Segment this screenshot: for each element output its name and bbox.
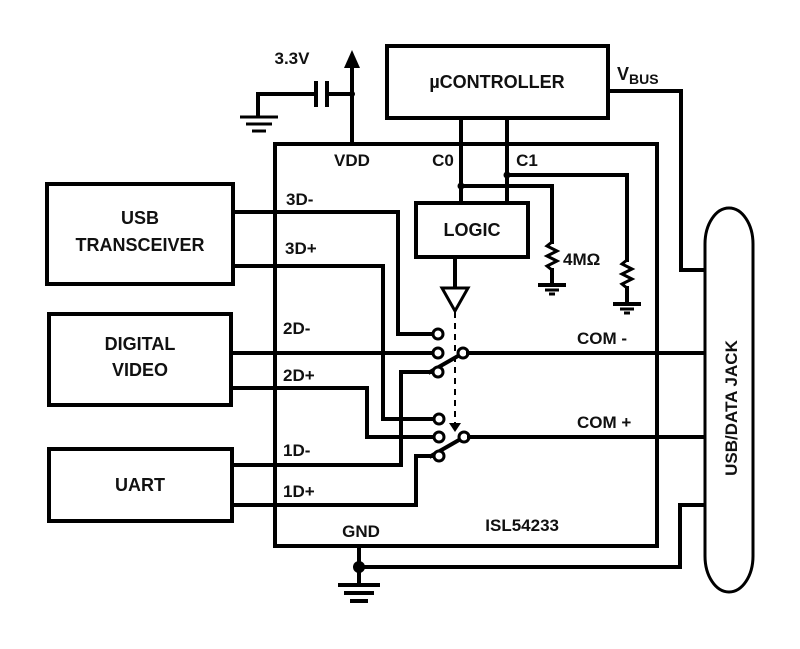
switch-com-plus bbox=[428, 412, 471, 463]
switch-2-contact-2d bbox=[432, 430, 446, 444]
supply-voltage-label: 3.3V bbox=[275, 49, 311, 68]
supply-arrow-icon bbox=[344, 50, 360, 68]
uart-block: UART bbox=[47, 447, 234, 523]
com-minus-label: COM - bbox=[577, 329, 627, 348]
ground-icon-c1 bbox=[613, 302, 641, 315]
cap-wire-left bbox=[256, 92, 318, 118]
microcontroller-block: µCONTROLLER bbox=[385, 44, 610, 120]
wire-3d-minus bbox=[231, 210, 435, 336]
vbus-wire bbox=[606, 89, 706, 272]
usb-transceiver-label-2: TRANSCEIVER bbox=[75, 235, 204, 255]
switch-1-contact-2d bbox=[431, 346, 445, 360]
wire-1d-minus bbox=[230, 370, 435, 467]
switch-com-minus bbox=[427, 327, 470, 379]
microcontroller-label: µCONTROLLER bbox=[429, 72, 564, 92]
wire-1d-plus bbox=[230, 454, 437, 507]
c0-label: C0 bbox=[432, 151, 454, 170]
gnd-label: GND bbox=[342, 522, 380, 541]
pin-label-2d-plus: 2D+ bbox=[283, 366, 315, 385]
ic-outline bbox=[273, 142, 659, 548]
digital-video-label-1: DIGITAL bbox=[105, 334, 176, 354]
buffer-triangle-icon bbox=[439, 286, 471, 315]
digital-video-label-2: VIDEO bbox=[112, 360, 168, 380]
usb-data-jack-label: USB/DATA JACK bbox=[722, 339, 741, 475]
switch-1-contact-1d bbox=[431, 365, 445, 379]
usb-transceiver-block: USB TRANSCEIVER bbox=[45, 182, 235, 286]
switch-control-arrow-icon bbox=[449, 423, 461, 432]
vbus-label-main: V bbox=[617, 64, 629, 84]
vbus-label: VBUS bbox=[617, 64, 659, 87]
digital-video-block: DIGITAL VIDEO bbox=[47, 312, 233, 407]
ic-part-label: ISL54233 bbox=[485, 516, 559, 535]
vdd-label: VDD bbox=[334, 151, 370, 170]
logic-block: LOGIC bbox=[414, 201, 530, 259]
wire-2d-plus bbox=[229, 386, 437, 439]
usb-transceiver-label-1: USB bbox=[121, 208, 159, 228]
com-plus-label: COM + bbox=[577, 413, 631, 432]
pin-label-3d-minus: 3D- bbox=[286, 190, 313, 209]
resistor-value-label: 4MΩ bbox=[563, 250, 600, 269]
switch-2-contact-1d bbox=[432, 449, 446, 463]
c1-label: C1 bbox=[516, 151, 538, 170]
logic-label: LOGIC bbox=[444, 220, 501, 240]
ground-icon-main bbox=[338, 583, 380, 603]
pin-label-2d-minus: 2D- bbox=[283, 319, 310, 338]
pin-label-1d-plus: 1D+ bbox=[283, 482, 315, 501]
switch-1-contact-3d bbox=[431, 327, 445, 341]
wire-3d-plus bbox=[231, 264, 436, 421]
c1-pulldown-wire bbox=[505, 173, 629, 262]
uart-label: UART bbox=[115, 475, 165, 495]
ground-icon-c0 bbox=[538, 283, 566, 296]
ground-icon-cap bbox=[240, 115, 278, 133]
pin-label-3d-plus: 3D+ bbox=[285, 239, 317, 258]
vbus-label-sub: BUS bbox=[629, 71, 659, 87]
resistor-c1-icon bbox=[618, 258, 636, 290]
gnd-to-jack-wire bbox=[357, 503, 706, 569]
usb-data-jack bbox=[703, 206, 755, 594]
switch-2-contact-3d bbox=[432, 412, 446, 426]
resistor-c0-icon bbox=[543, 240, 561, 272]
c0-pulldown-wire bbox=[459, 184, 554, 244]
pin-label-1d-minus: 1D- bbox=[283, 441, 310, 460]
